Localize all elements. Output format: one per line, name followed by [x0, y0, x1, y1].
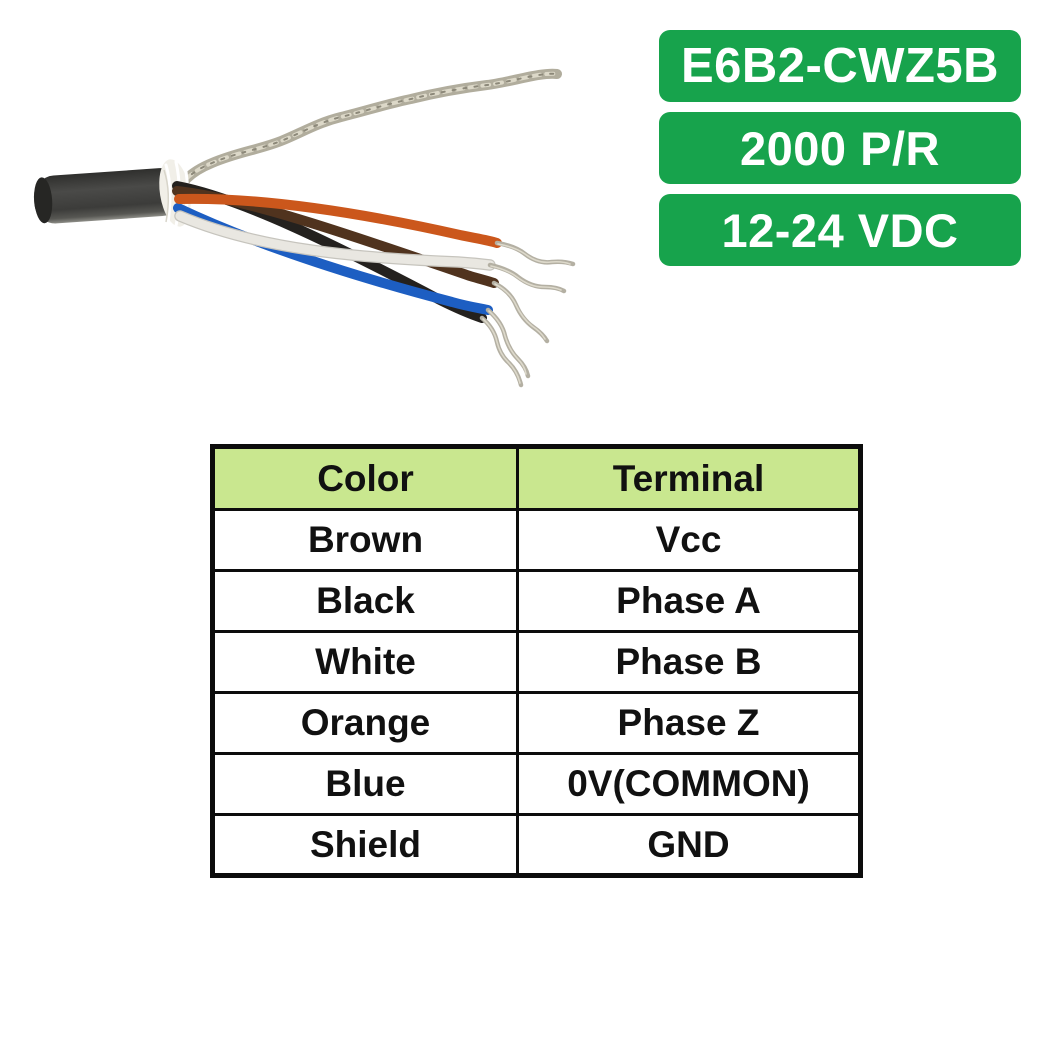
- wire-white-insulation: [175, 211, 495, 270]
- table-row-black: Black Phase A: [211, 569, 862, 633]
- wire-white: [174, 210, 567, 294]
- wire-orange-tip-highlight: [497, 243, 571, 265]
- wire-color-cell: Black: [211, 569, 519, 633]
- column-header-terminal: Terminal: [516, 445, 862, 511]
- wiring-table-header-row: Color Terminal: [211, 445, 862, 511]
- wire-color-cell: Shield: [211, 813, 519, 877]
- wire-orange: [174, 193, 576, 267]
- model-badge: E6B2-CWZ5B: [659, 30, 1021, 102]
- table-row-shield: Shield GND: [211, 813, 862, 877]
- cable-jacket: [33, 168, 183, 224]
- terminal-cell: Vcc: [516, 508, 862, 572]
- wire-brown-tip-highlight: [494, 283, 546, 340]
- wire-color-cell: Brown: [211, 508, 519, 572]
- terminal-cell: GND: [516, 813, 862, 877]
- wire-color-cell: Blue: [211, 752, 519, 816]
- table-row-white: White Phase B: [211, 630, 862, 694]
- wire-orange-insulation: [174, 193, 502, 248]
- table-row-orange: Orange Phase Z: [211, 691, 862, 755]
- wire-color-cell: Orange: [211, 691, 519, 755]
- shield-braid-shade: [171, 72, 558, 201]
- shield-braid-core: [167, 68, 562, 205]
- column-header-color: Color: [211, 445, 519, 511]
- wire-black-tip-highlight: [482, 318, 521, 384]
- resolution-badge: 2000 P/R: [659, 112, 1021, 184]
- wire-white-tip-highlight: [490, 265, 562, 291]
- shield-braid: [167, 68, 562, 205]
- shield-braid-highlight: [170, 71, 559, 202]
- terminal-cell: Phase Z: [516, 691, 862, 755]
- cable-jacket-body: [33, 168, 183, 224]
- spec-badges: E6B2-CWZ5B 2000 P/R 12-24 VDC: [659, 30, 1021, 266]
- cable-jacket-endcap: [34, 177, 53, 224]
- terminal-cell: Phase A: [516, 569, 862, 633]
- wire-color-cell: White: [211, 630, 519, 694]
- table-row-brown: Brown Vcc: [211, 508, 862, 572]
- cable-photo: [33, 68, 576, 388]
- terminal-cell: Phase B: [516, 630, 862, 694]
- wiring-table: Color Terminal Brown Vcc Black Phase A W…: [210, 444, 863, 878]
- voltage-badge: 12-24 VDC: [659, 194, 1021, 266]
- wire-blue-tip-highlight: [488, 310, 527, 375]
- filler-tape-shade: [163, 169, 170, 223]
- table-row-blue: Blue 0V(COMMON): [211, 752, 862, 816]
- terminal-cell: 0V(COMMON): [516, 752, 862, 816]
